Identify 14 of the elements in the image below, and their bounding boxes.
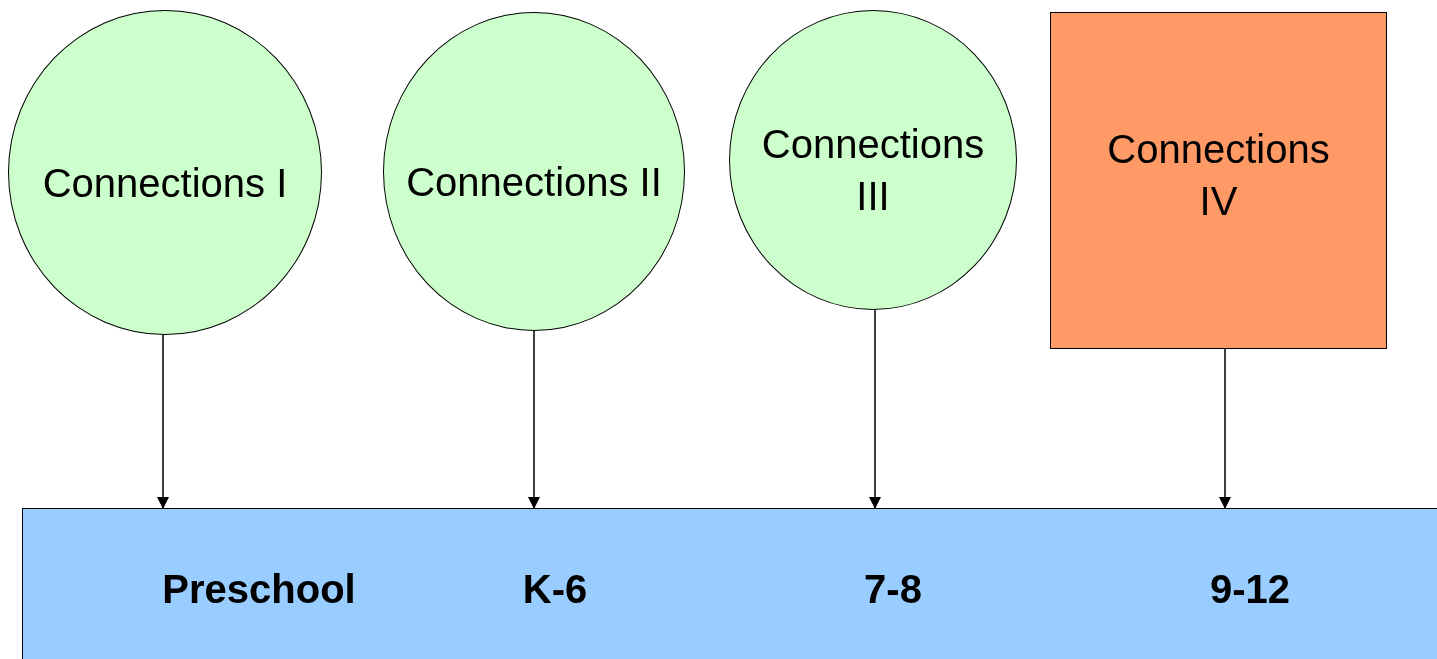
level-label: 7-8 (863, 567, 923, 612)
node-label: Connections IV (1106, 126, 1331, 225)
node-label: Connections III (760, 121, 986, 220)
level-label: K-6 (521, 567, 589, 612)
level-label: Preschool (161, 567, 357, 612)
band (22, 508, 1437, 659)
arrow (528, 330, 540, 510)
level-label: 9-12 (1208, 567, 1292, 612)
arrow (1219, 348, 1231, 510)
arrow (157, 334, 169, 510)
box-node (1050, 12, 1387, 349)
node-label: Connections I (42, 159, 288, 207)
arrow (869, 309, 881, 510)
node-label: Connections II (406, 158, 662, 206)
